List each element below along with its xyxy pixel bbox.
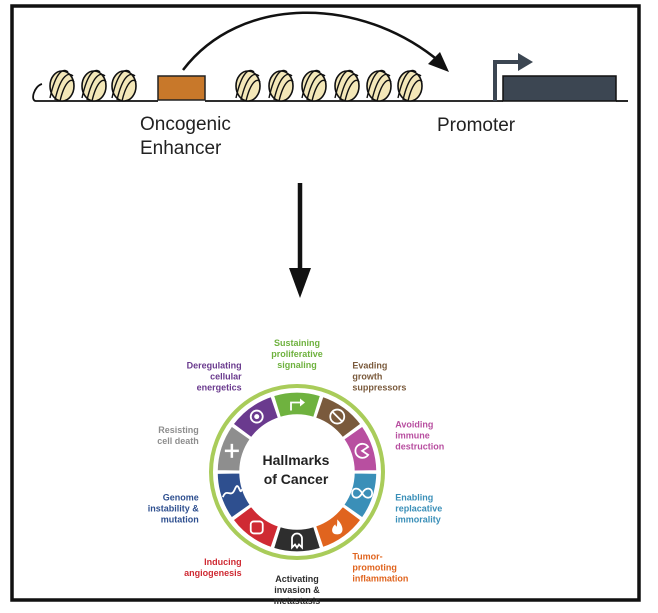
hallmark-segment [216,424,252,472]
promoter-label: Promoter [437,115,516,136]
hallmark-label-line: instability & [148,503,200,513]
arrow-icon [290,398,305,411]
hallmark-segment [314,505,363,549]
wheel-outer-ring [209,384,385,560]
enhancer-label-line2: Enhancer [140,138,222,159]
hallmark-label-line: Resisting [158,425,199,435]
hallmark-segment [216,472,252,520]
hallmark-label-line: Activating [275,574,319,584]
hallmark-segment [272,391,322,419]
dna-left-end [32,83,43,102]
nucleosome [397,69,423,102]
hallmark-label-line: suppressors [352,383,406,393]
atom-icon [249,409,264,424]
hallmark-segment [231,505,280,549]
infinity-icon [351,487,374,499]
nucleosome [268,69,294,102]
looping-arc-head [428,52,449,72]
hallmark-label-line: cell death [157,436,199,446]
nucleosome [81,69,107,102]
hallmark-label-line: Genome [163,492,199,502]
flame-icon [332,519,343,535]
nucleosome [301,69,327,102]
enhancer-box [157,75,206,101]
hallmark-segment [342,424,378,472]
hallmarks-wheel [209,384,385,560]
hallmark-label-line: inflammation [352,573,408,583]
hallmark-label-line: promoting [352,562,397,572]
cell-icon [291,532,303,550]
looping-arc [182,11,441,71]
hallmark-label-line: mutation [161,514,199,524]
hallmark-segment [231,395,280,439]
hallmarks-center-title-line1: Hallmarks [263,452,330,468]
hallmarks-center-title-line2: of Cancer [264,471,329,487]
hallmark-label-line: energetics [197,383,242,393]
hallmark-label-line: immune [395,431,430,441]
hallmark-label-line: proliferative [271,349,323,359]
hallmark-label-line: metastasis [274,596,321,606]
down-arrow-head [289,268,311,298]
hallmark-label-line: Sustaining [274,338,320,348]
hallmark-label-line: angiogenesis [184,568,242,578]
nucleosome [49,69,75,102]
pacman-icon [354,442,370,459]
hallmark-label-line: cellular [210,372,242,382]
gene-box [502,75,617,102]
nucleosome [334,69,360,102]
hallmark-segment [272,525,322,553]
plus-icon [224,443,239,458]
hallmark-label-line: Enabling [395,492,433,502]
dna-strand [32,69,628,102]
hallmark-label-line: Tumor- [352,551,382,561]
no-sign-icon [329,408,346,425]
nucleosome [235,69,261,102]
nucleosome [111,69,137,102]
hallmark-label-line: destruction [395,442,444,452]
hallmark-label-line: invasion & [274,585,320,595]
dna-icon [222,485,243,498]
wheel-center [241,416,353,528]
hallmark-label-line: immorality [395,514,441,524]
enhancer-label-line1: Oncogenic [140,114,231,135]
hallmark-label-line: Avoiding [395,420,433,430]
promoter-arrow [493,60,520,101]
hallmark-label-line: Deregulating [187,361,242,371]
nucleosome [366,69,392,102]
hallmark-label-line: growth [352,372,382,382]
promoter-arrow-head [518,53,533,71]
hallmark-segment [342,472,378,520]
hallmark-label-line: Inducing [204,557,242,567]
hallmark-label-line: Evading [352,361,387,371]
hallmark-label-line: replacative [395,503,442,513]
vessel-icon [249,520,264,535]
hallmark-segment [314,395,363,439]
hallmark-label-line: signaling [277,360,317,370]
